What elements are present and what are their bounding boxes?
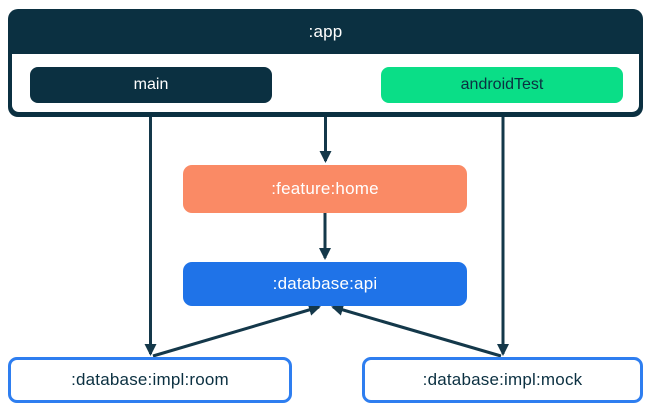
- edge-impl-room-to-database-api: [152, 304, 321, 358]
- database-impl-room-node: :database:impl:room: [8, 357, 292, 403]
- feature-home-label: :feature:home: [271, 179, 379, 198]
- app-module-body: main androidTest: [12, 54, 639, 112]
- source-set-androidtest-label: androidTest: [460, 76, 544, 93]
- app-module-header: :app: [8, 9, 643, 54]
- feature-home-node: :feature:home: [183, 165, 467, 213]
- database-api-label: :database:api: [272, 274, 378, 293]
- database-api-node: :database:api: [183, 262, 467, 306]
- edge-impl-mock-to-database-api: [331, 304, 502, 358]
- database-impl-room-label: :database:impl:room: [71, 370, 229, 389]
- source-set-main: main: [30, 67, 272, 103]
- app-module-container: :app main androidTest: [8, 9, 643, 117]
- database-impl-mock-label: :database:impl:mock: [422, 370, 583, 389]
- app-module-title: :app: [308, 21, 343, 41]
- source-set-main-label: main: [133, 76, 169, 93]
- database-impl-mock-node: :database:impl:mock: [362, 357, 643, 403]
- source-set-androidtest: androidTest: [381, 67, 623, 103]
